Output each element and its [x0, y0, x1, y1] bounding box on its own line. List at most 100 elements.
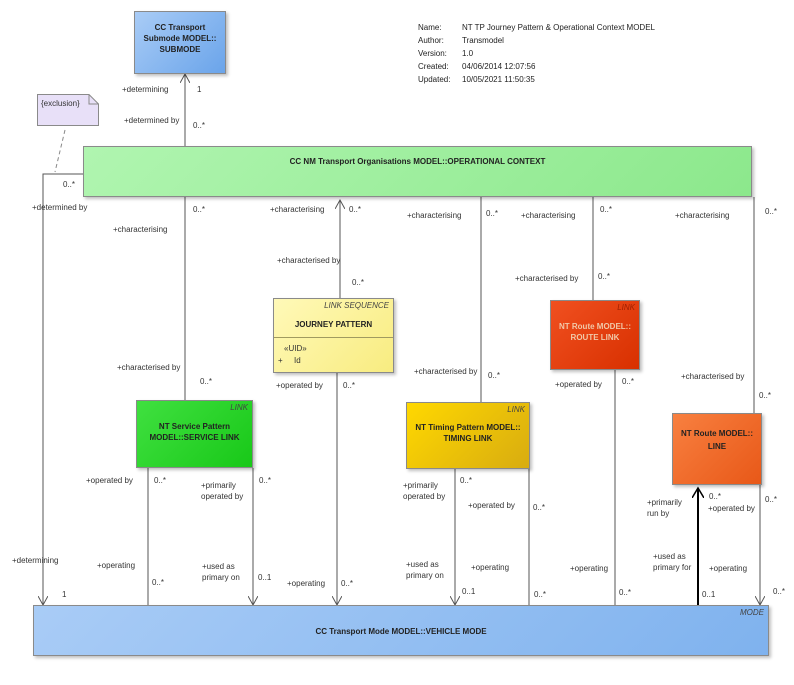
submode-class-box[interactable]: CC Transport Submode MODEL:: SUBMODE [134, 11, 226, 74]
service-link-class-box[interactable]: LINK NT Service Pattern MODEL::SERVICE L… [136, 400, 253, 468]
meta-version-value: 1.0 [462, 49, 474, 58]
role-label: +operating [97, 561, 136, 570]
vehicle-mode-class-box[interactable]: MODE CC Transport Mode MODEL::VEHICLE MO… [33, 605, 769, 656]
timing-link-class-box[interactable]: LINK NT Timing Pattern MODEL:: TIMING LI… [406, 402, 530, 469]
role-label: +determined by [32, 203, 88, 212]
role-label: +used as [406, 560, 439, 569]
journey-pattern-attr-visibility: + [278, 356, 283, 365]
role-label: +primarily [201, 481, 236, 490]
multiplicity-label: 0..* [259, 476, 272, 485]
submode-title-line3: SUBMODE [159, 45, 201, 54]
multiplicity-label: 0..* [759, 391, 772, 400]
line-class-box[interactable]: NT Route MODEL:: LINE [672, 413, 762, 485]
meta-updated-value: 10/05/2021 11:50:35 [462, 75, 535, 84]
meta-updated-key: Updated: [418, 75, 451, 84]
role-label: primary for [653, 563, 692, 572]
role-label: primary on [202, 573, 240, 582]
multiplicity-label: 0..* [765, 207, 778, 216]
multiplicity-label: 0..* [343, 381, 356, 390]
line-title-line1: NT Route MODEL:: [681, 429, 753, 438]
exclusion-note-text: {exclusion} [41, 99, 80, 108]
multiplicity-label: 0..1 [258, 573, 272, 582]
role-label: +operating [570, 564, 609, 573]
multiplicity-label: 0..* [193, 205, 206, 214]
multiplicity-label: 0..* [193, 121, 206, 130]
role-label: +characterised by [681, 372, 745, 381]
role-label: +used as [653, 552, 686, 561]
multiplicity-label: 0..* [486, 209, 499, 218]
edge-context-vehicle-mode [43, 173, 83, 605]
role-label: +used as [202, 562, 235, 571]
meta-created-value: 04/06/2014 12:07:56 [462, 62, 536, 71]
role-label: +operating [709, 564, 748, 573]
multiplicity-label: 0..* [709, 492, 722, 501]
role-label: +characterised by [414, 367, 478, 376]
role-label: run by [647, 509, 670, 518]
multiplicity-label: 0..* [154, 476, 167, 485]
journey-pattern-stereotype: LINK SEQUENCE [324, 301, 389, 310]
multiplicity-label: 0..* [152, 578, 165, 587]
submode-title-line2: Submode MODEL:: [143, 34, 217, 43]
multiplicity-label: 0..* [349, 205, 362, 214]
role-label: +characterising [113, 225, 168, 234]
service-link-title-line1: NT Service Pattern [158, 422, 231, 431]
vehicle-mode-stereotype: MODE [740, 608, 764, 617]
exclusion-note[interactable]: {exclusion} [37, 94, 99, 126]
role-label: operated by [201, 492, 244, 501]
meta-name-value: NT TP Journey Pattern & Operational Cont… [462, 23, 655, 32]
route-link-title-line2: ROUTE LINK [570, 333, 620, 342]
role-label: +characterised by [277, 256, 341, 265]
multiplicity-label: 1 [62, 590, 67, 599]
role-label: +operated by [86, 476, 133, 485]
multiplicity-label: 0..* [341, 579, 354, 588]
multiplicity-label: 0..* [600, 205, 613, 214]
role-label: primary on [406, 571, 444, 580]
multiplicity-label: 0..* [765, 495, 778, 504]
multiplicity-label: 0..* [352, 278, 365, 287]
multiplicity-label: 0..* [619, 588, 632, 597]
journey-pattern-title: JOURNEY PATTERN [294, 320, 373, 329]
role-label: +characterising [407, 211, 462, 220]
multiplicity-label: 0..* [534, 590, 547, 599]
role-label: +determined by [124, 116, 180, 125]
role-label: +operated by [276, 381, 323, 390]
multiplicity-label: 0..1 [462, 587, 476, 596]
role-label: +characterised by [117, 363, 181, 372]
service-link-stereotype: LINK [230, 403, 248, 412]
route-link-title-line1: NT Route MODEL:: [559, 322, 631, 331]
multiplicity-label: 0..* [488, 371, 501, 380]
journey-pattern-attr-id: Id [294, 356, 301, 365]
role-label: +operated by [555, 380, 602, 389]
journey-pattern-divider [274, 337, 393, 338]
role-label: +determining [12, 556, 59, 565]
role-label: +characterising [675, 211, 730, 220]
role-label: +primarily [403, 481, 438, 490]
meta-created-key: Created: [418, 62, 449, 71]
multiplicity-label: 0..* [622, 377, 635, 386]
role-label: +operating [471, 563, 510, 572]
role-label: +primarily [647, 498, 682, 507]
role-label: operated by [403, 492, 446, 501]
role-label: +determining [122, 85, 169, 94]
multiplicity-label: 0..* [533, 503, 546, 512]
route-link-class-box[interactable]: LINK NT Route MODEL:: ROUTE LINK [550, 300, 640, 370]
role-label: +operating [287, 579, 326, 588]
role-label: +operated by [708, 504, 755, 513]
multiplicity-label: 0..* [460, 476, 473, 485]
multiplicity-label: 0..1 [702, 590, 716, 599]
timing-link-title-line2: TIMING LINK [443, 434, 493, 443]
meta-author-value: Transmodel [462, 36, 504, 45]
multiplicity-label: 0..* [773, 587, 786, 596]
multiplicity-label: 0..* [200, 377, 213, 386]
multiplicity-label: 0..* [598, 272, 611, 281]
timing-link-title-line1: NT Timing Pattern MODEL:: [415, 423, 521, 432]
line-title-line2: LINE [707, 442, 727, 451]
multiplicity-label: 0..* [63, 180, 76, 189]
journey-pattern-class-box[interactable]: LINK SEQUENCE JOURNEY PATTERN «UID» + Id [273, 298, 394, 373]
note-shape-icon [37, 94, 99, 126]
meta-version-key: Version: [418, 49, 447, 58]
multiplicity-label: 1 [197, 85, 202, 94]
route-link-stereotype: LINK [617, 303, 635, 312]
operational-context-class-box[interactable]: CC NM Transport Organisations MODEL::OPE… [83, 146, 752, 197]
